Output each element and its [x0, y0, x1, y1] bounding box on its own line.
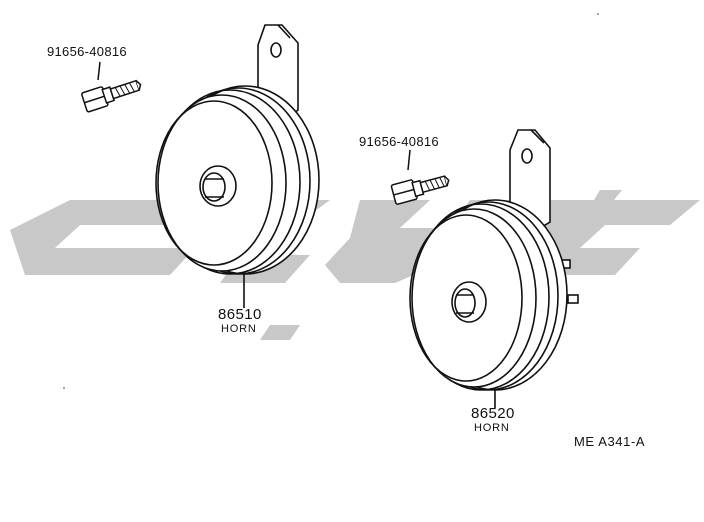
- horn-left[interactable]: [155, 24, 320, 308]
- horn-right-part-number[interactable]: 86520: [471, 405, 515, 422]
- horn-right[interactable]: [409, 129, 579, 408]
- bolt-left-part-number[interactable]: 91656-40816: [47, 44, 127, 59]
- horn-left-name: HORN: [221, 323, 257, 335]
- speck: [597, 13, 599, 15]
- horn-left-part-number[interactable]: 86510: [218, 306, 262, 323]
- bolt-left-leader-line: [97, 61, 101, 81]
- bolt-right-leader-line: [407, 149, 411, 171]
- bolt-left[interactable]: [81, 61, 143, 113]
- horn-right-name: HORN: [474, 422, 510, 434]
- bolt-right[interactable]: [390, 149, 451, 205]
- speck: [63, 387, 65, 389]
- watermark-logo: [10, 190, 700, 340]
- figure-code: ME A341-A: [574, 434, 646, 449]
- bolt-right-part-number[interactable]: 91656-40816: [359, 134, 439, 149]
